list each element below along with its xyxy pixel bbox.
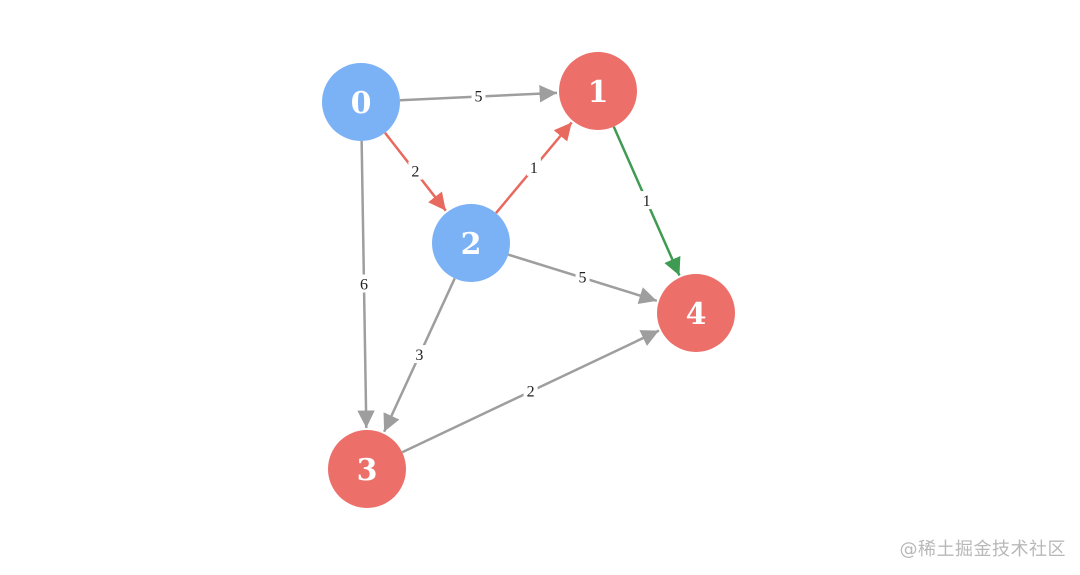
edge-label-bg-1-4 — [639, 191, 654, 210]
node-1: 1 — [559, 52, 637, 130]
edge-label-bg-2-1 — [526, 157, 541, 176]
edge-label-bg-0-3 — [356, 274, 371, 293]
watermark-text: @稀土掘金技术社区 — [899, 539, 1066, 560]
node-label-1: 1 — [588, 75, 609, 110]
node-circle-3 — [328, 430, 406, 508]
node-circle-0 — [322, 63, 400, 141]
edge-label-bg-2-4 — [575, 267, 590, 286]
node-label-2: 2 — [461, 227, 482, 262]
node-4: 4 — [657, 274, 735, 352]
edge-weight-0-3: 6 — [360, 277, 368, 294]
node-2: 2 — [432, 204, 510, 282]
edges-layer: 5 2 6 1 1 5 3 2 — [356, 84, 681, 454]
edge-weight-2-4: 5 — [579, 270, 587, 287]
node-label-4: 4 — [686, 297, 707, 332]
edge-weight-2-3: 3 — [415, 347, 423, 364]
edge-weight-0-2: 2 — [411, 164, 419, 181]
edge-weight-2-1: 1 — [530, 160, 538, 177]
nodes-layer: 0 1 2 3 4 — [322, 52, 735, 508]
edge-label-bg-2-3 — [412, 345, 427, 364]
node-label-3: 3 — [357, 453, 378, 488]
node-0: 0 — [322, 63, 400, 141]
edge-label-bg-0-1 — [471, 86, 486, 105]
node-label-0: 0 — [351, 86, 372, 121]
node-3: 3 — [328, 430, 406, 508]
edge-label-bg-0-2 — [408, 161, 423, 180]
edge-weight-3-4: 2 — [527, 383, 535, 400]
edge-weight-0-1: 5 — [475, 89, 483, 106]
node-circle-1 — [559, 52, 637, 130]
node-circle-2 — [432, 204, 510, 282]
edge-label-bg-3-4 — [523, 381, 538, 400]
node-circle-4 — [657, 274, 735, 352]
edge-weight-1-4: 1 — [643, 193, 651, 210]
